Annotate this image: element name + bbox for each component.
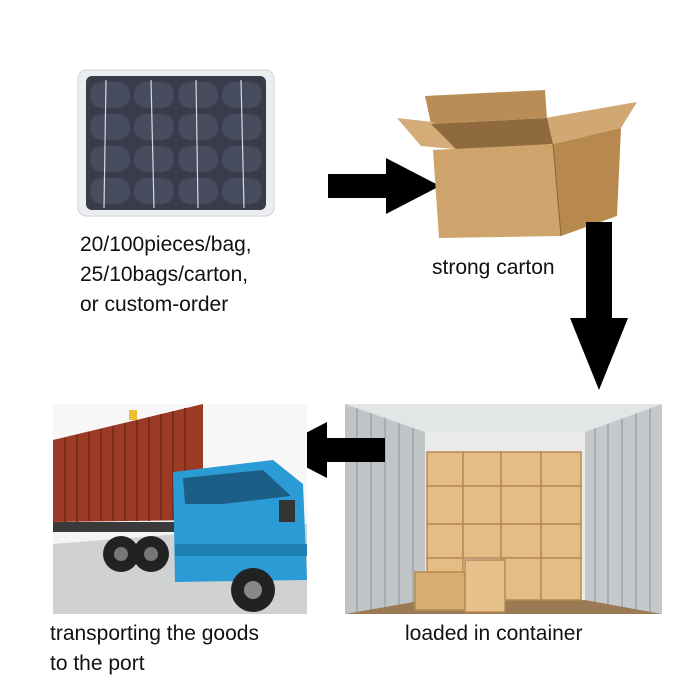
carton-caption: strong carton (432, 256, 555, 279)
bag-caption-line-3: or custom-order (80, 293, 229, 316)
truck-caption-line-2: to the port (50, 652, 145, 675)
bag-caption-line-1: 20/100pieces/bag, (80, 233, 252, 256)
container-photo (345, 404, 662, 614)
arrow-right-icon (328, 158, 440, 214)
bag-caption: 20/100pieces/bag, 25/10bags/carton, or c… (80, 230, 252, 320)
truck-caption: transporting the goods to the port (50, 619, 259, 679)
bag-caption-line-2: 25/10bags/carton, (80, 263, 249, 286)
arrow-down-icon (570, 222, 628, 390)
truck-caption-line-1: transporting the goods (50, 622, 259, 645)
container-caption: loaded in container (405, 622, 583, 645)
bag-photo (76, 68, 276, 218)
truck-photo (53, 404, 307, 614)
carton-photo (395, 88, 640, 240)
